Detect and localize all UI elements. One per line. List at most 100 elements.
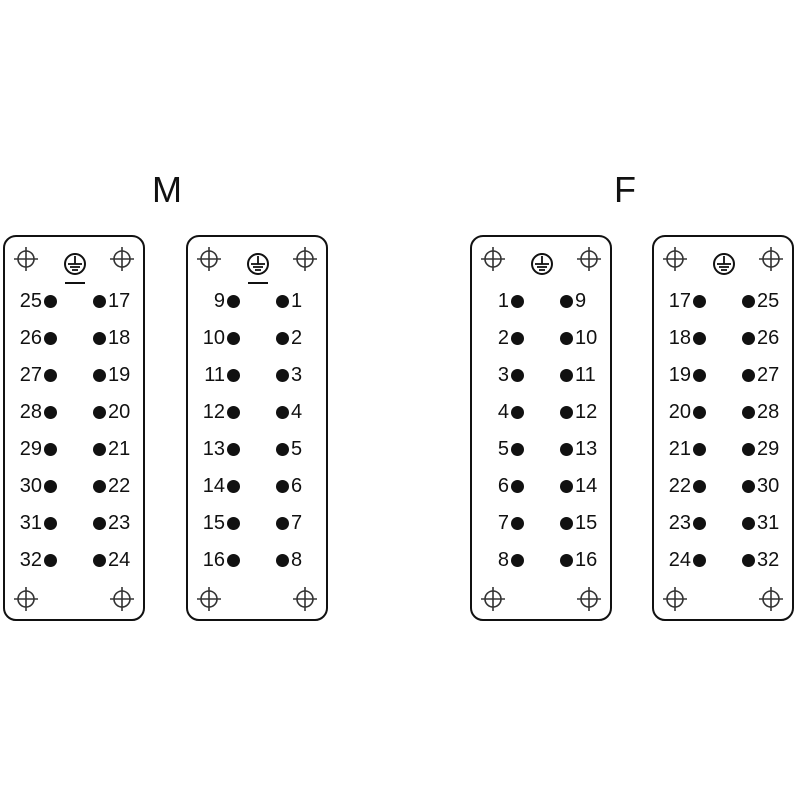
pin-number: 8: [291, 549, 303, 571]
mount-hole-bottom-left-icon: [12, 585, 40, 613]
contact-dot: [560, 442, 573, 456]
contact-pin-9: 9: [214, 289, 240, 313]
pin-number: 30: [757, 475, 780, 497]
contact-dot: [742, 479, 755, 493]
pin-number: 20: [668, 401, 691, 423]
pin-number: 16: [575, 549, 598, 571]
pin-number: 28: [19, 401, 42, 423]
female-insert-title: F: [614, 169, 636, 210]
pin-number: 24: [668, 549, 691, 571]
contact-dot: [693, 331, 706, 345]
mount-hole-bottom-left-icon: [479, 585, 507, 613]
protective-earth-icon: [527, 251, 557, 285]
contact-pin-19: 19: [669, 363, 706, 387]
contact-dot: [227, 516, 240, 530]
pin-number: 10: [202, 327, 225, 349]
pin-number: 23: [108, 512, 131, 534]
contact-dot: [511, 294, 524, 308]
contact-pin-6: 6: [276, 474, 302, 498]
contact-pin-4: 4: [276, 400, 302, 424]
contact-dot: [693, 479, 706, 493]
contact-pin-22: 22: [669, 474, 706, 498]
mount-hole-top-left-icon: [479, 245, 507, 273]
pin-number: 6: [291, 475, 303, 497]
contact-pin-25: 25: [20, 289, 57, 313]
contact-dot: [276, 331, 289, 345]
contact-pin-26: 26: [20, 326, 57, 350]
pin-number: 7: [291, 512, 303, 534]
contact-dot: [227, 405, 240, 419]
male-insert-title: M: [152, 169, 182, 210]
pin-number: 14: [202, 475, 225, 497]
contact-dot: [693, 442, 706, 456]
pin-number: 22: [668, 475, 691, 497]
contact-pin-16: 16: [560, 548, 597, 572]
pin-number: 8: [497, 549, 509, 571]
contact-dot: [227, 553, 240, 567]
pin-number: 21: [668, 438, 691, 460]
contact-dot: [693, 294, 706, 308]
contact-dot: [93, 405, 106, 419]
pin-number: 2: [497, 327, 509, 349]
contact-dot: [44, 405, 57, 419]
pin-number: 12: [575, 401, 598, 423]
contact-dot: [511, 368, 524, 382]
contact-dot: [511, 331, 524, 345]
pin-number: 16: [202, 549, 225, 571]
contact-pin-27: 27: [742, 363, 779, 387]
contact-dot: [742, 405, 755, 419]
contact-pin-21: 21: [669, 437, 706, 461]
mount-hole-bottom-right-icon: [575, 585, 603, 613]
contact-pin-9: 9: [560, 289, 586, 313]
contact-pin-2: 2: [498, 326, 524, 350]
pin-number: 27: [19, 364, 42, 386]
contact-dot: [693, 516, 706, 530]
contact-dot: [44, 442, 57, 456]
contact-dot: [276, 516, 289, 530]
contact-dot: [93, 553, 106, 567]
contact-dot: [693, 368, 706, 382]
contact-pin-6: 6: [498, 474, 524, 498]
pin-number: 26: [757, 327, 780, 349]
contact-pin-10: 10: [203, 326, 240, 350]
pin-number: 1: [291, 290, 303, 312]
pin-number: 28: [757, 401, 780, 423]
contact-dot: [560, 294, 573, 308]
contact-dot: [93, 294, 106, 308]
contact-dot: [560, 479, 573, 493]
pin-number: 7: [497, 512, 509, 534]
contact-dot: [511, 442, 524, 456]
contact-pin-14: 14: [560, 474, 597, 498]
contact-pin-28: 28: [20, 400, 57, 424]
pin-number: 29: [19, 438, 42, 460]
pin-number: 4: [497, 401, 509, 423]
contact-dot: [44, 294, 57, 308]
contact-pin-1: 1: [276, 289, 302, 313]
pin-number: 23: [668, 512, 691, 534]
pin-number: 15: [202, 512, 225, 534]
contact-pin-28: 28: [742, 400, 779, 424]
pin-number: 25: [757, 290, 780, 312]
mount-hole-bottom-right-icon: [291, 585, 319, 613]
contact-pin-29: 29: [742, 437, 779, 461]
contact-dot: [227, 294, 240, 308]
contact-dot: [742, 516, 755, 530]
contact-pin-18: 18: [669, 326, 706, 350]
pin-number: 22: [108, 475, 131, 497]
pin-number: 27: [757, 364, 780, 386]
protective-earth-icon: [243, 251, 273, 285]
pin-number: 5: [291, 438, 303, 460]
pin-number: 11: [575, 364, 596, 386]
contact-dot: [44, 516, 57, 530]
protective-earth-icon: [709, 251, 739, 285]
contact-dot: [93, 368, 106, 382]
pin-number: 21: [108, 438, 131, 460]
contact-dot: [560, 331, 573, 345]
contact-pin-13: 13: [203, 437, 240, 461]
contact-pin-20: 20: [93, 400, 130, 424]
contact-pin-31: 31: [20, 511, 57, 535]
contact-pin-18: 18: [93, 326, 130, 350]
